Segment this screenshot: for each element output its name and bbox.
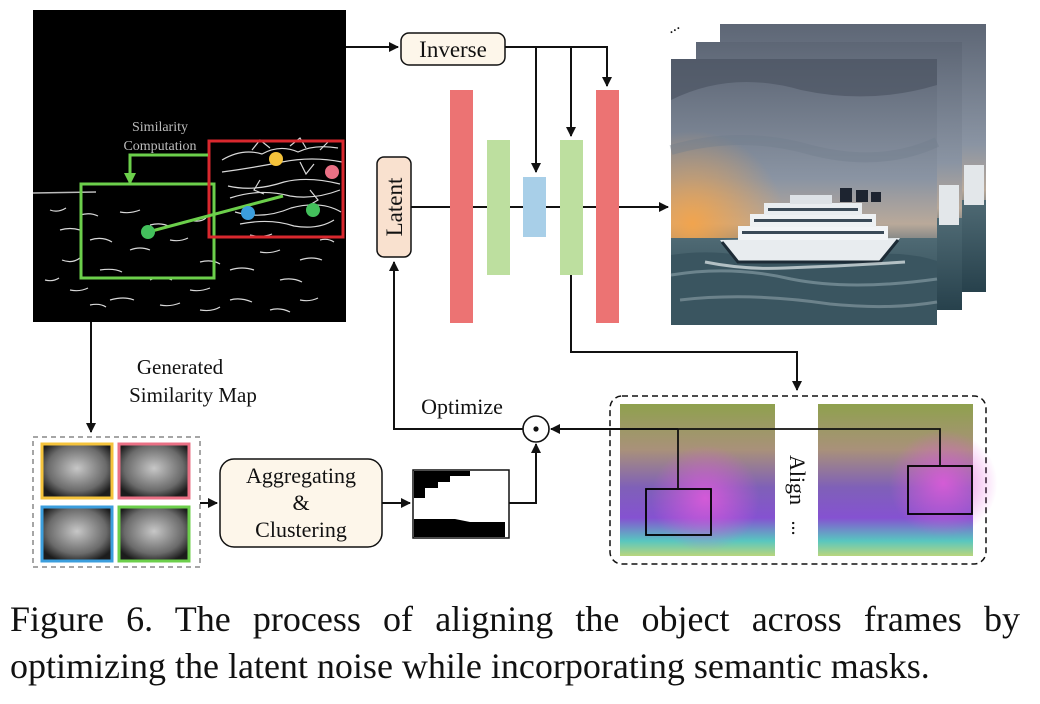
unet-decoder-block-2: [596, 90, 619, 323]
output-frames: ...: [664, 16, 986, 325]
similarity-label-2: Computation: [123, 139, 196, 154]
green-dot: [306, 203, 320, 217]
generated-map-label-2: Similarity Map: [129, 383, 257, 407]
latent-label: Latent: [382, 177, 407, 236]
align-ellipsis: ...: [787, 521, 809, 536]
ampersand-label: &: [292, 490, 309, 515]
red-region-box: [207, 139, 345, 239]
query-dot: [141, 225, 155, 239]
figure-caption: Figure 6. The process of aligning the ob…: [10, 596, 1020, 690]
clustering-label: Clustering: [255, 517, 347, 542]
similarity-line: [147, 194, 284, 234]
inverse-label: Inverse: [419, 37, 487, 62]
similarity-label-1: Similarity: [132, 120, 188, 135]
latent-box: Latent: [376, 156, 412, 258]
unet-encoder-block-1: [450, 90, 473, 323]
similarity-map-pink: [117, 442, 191, 500]
unet-encoder-block-2: [487, 140, 510, 275]
similarity-map-yellow: [40, 442, 114, 500]
unet: [450, 90, 619, 323]
similarity-map-blue: [40, 505, 114, 563]
green-region-box: [79, 182, 216, 280]
element-wise-product: [522, 415, 550, 443]
pipeline-diagram: Similarity Computation Inverse Latent ..…: [32, 10, 1013, 568]
unet-bottleneck: [523, 177, 546, 237]
binary-mask: [412, 469, 510, 539]
align-label: Align: [785, 455, 810, 505]
blue-dot: [241, 206, 255, 220]
similarity-map-green: [117, 505, 191, 563]
aggregating-clustering-box: Aggregating & Clustering: [219, 458, 383, 548]
alignment-panel: Align ...: [609, 389, 1013, 565]
unet-decoder-block-1: [560, 140, 583, 275]
caption-line-1: Figure 6. The process of aligning the ob…: [10, 599, 1020, 639]
aggregating-label: Aggregating: [246, 463, 356, 488]
similarity-arrow: [124, 153, 208, 185]
caption-line-2: optimizing the latent noise while incorp…: [10, 646, 930, 686]
frames-ellipsis: ...: [664, 16, 683, 37]
similarity-maps: [32, 436, 201, 568]
frame-main: [669, 59, 940, 325]
inverse-box: Inverse: [400, 32, 506, 66]
pink-dot: [325, 165, 339, 179]
yellow-dot: [269, 152, 283, 166]
generated-map-label-1: Generated: [137, 355, 224, 379]
optimize-label: Optimize: [421, 394, 503, 419]
edge-map-panel: Similarity Computation: [32, 10, 346, 322]
